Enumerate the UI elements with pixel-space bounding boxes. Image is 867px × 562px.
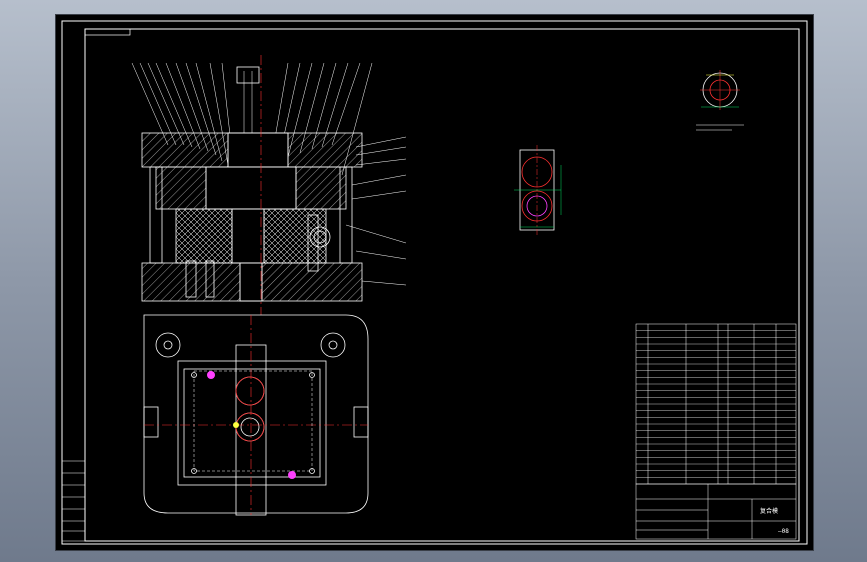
drawing-number: —08 [778, 528, 789, 535]
outer-border [61, 20, 808, 545]
drawing-title: 复合模 [760, 507, 778, 515]
pilot-marker-icon [207, 371, 215, 379]
cad-drawing-canvas[interactable]: 复合模 —08 [55, 14, 814, 551]
inner-border [84, 28, 800, 542]
anchor-marker-icon [233, 422, 239, 428]
right-leaders [345, 136, 407, 286]
section-view [131, 62, 373, 302]
mold-assembly-drawing: 复合模 —08 [61, 20, 808, 545]
pilot-marker-icon [288, 471, 296, 479]
plan-view [143, 314, 369, 516]
part-detail [696, 70, 744, 131]
strip-layout [514, 145, 562, 235]
corner-label-box [84, 28, 131, 36]
title-block [635, 483, 797, 540]
margin-stamp [61, 460, 86, 542]
